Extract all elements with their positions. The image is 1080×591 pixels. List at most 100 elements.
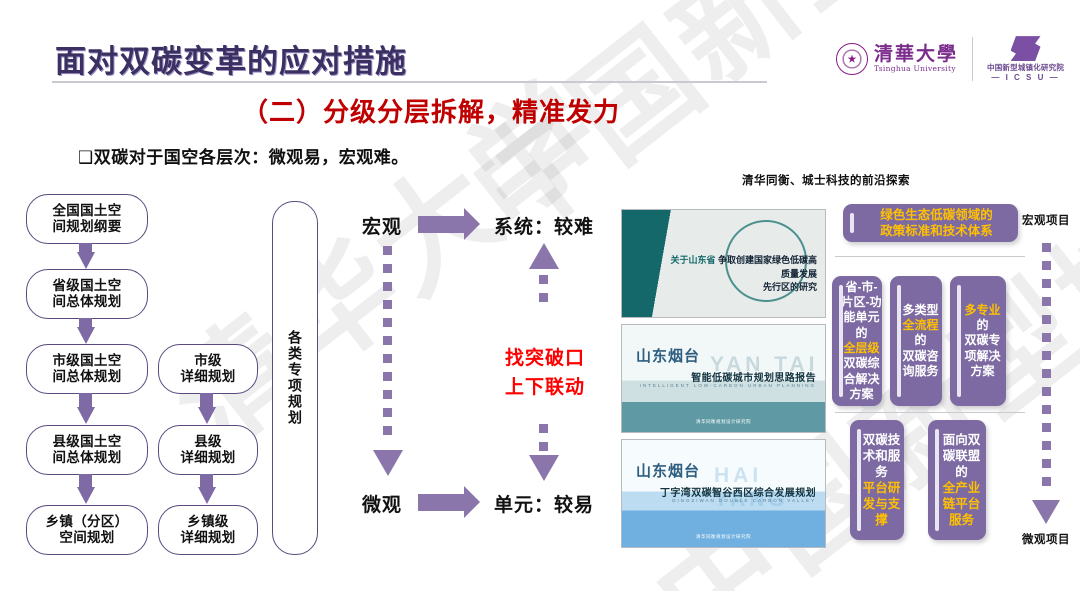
micro-result-label: 单元：较易 [494,495,595,516]
thumbnail-1-caption: 关于山东省 争取创建国家绿色低碳高质量发展 先行区的研究 [667,254,817,295]
downward-dashed-line [539,424,548,460]
flow-arrow-head [77,407,95,424]
box-text: 双碳技 [862,433,901,447]
thumbnail-stack: 关于山东省 争取创建国家绿色低碳高质量发展 先行区的研究 YAN TAI 山东烟… [621,209,826,554]
flow-arrow-stem [79,318,92,328]
flow-arrow-head [77,487,95,504]
breakthrough-note-line1: 找突破口 [505,348,586,369]
box-accent-bar [935,429,939,531]
flow-box-national: 全国国土空间规划纲要 [26,194,148,244]
logo-group: 清華大學 Tsinghua University 中国新型城镇化研究院 — I … [836,33,1076,85]
box-text: 的 [914,333,927,348]
title-divider [52,81,767,83]
flow-box-special-plans-label: 各类专项规划 [287,330,303,426]
box-highlight: 撑 [875,513,888,527]
thumbnail-3-watermark: HAI YANG [714,464,789,511]
thumbnail-2-brush-title: 山东烟台 [636,347,701,365]
bullet-statement: ❑双碳对于国空各层次：微观易，宏观难。 [78,148,409,167]
macro-project-label: 宏观项目 [1022,215,1070,227]
right-axis-arrow-head [1032,500,1060,524]
thumbnail-1-line1: 争取创建国家绿色低碳高质量发展 [717,255,817,279]
flow-box-special-plans: 各类专项规划 [272,201,318,555]
policy-box-line1: 绿色生态低碳领域的 [880,208,993,222]
box-accent-bar [839,285,843,397]
box-accent-bar [897,285,901,397]
upward-dashed-line [539,275,548,311]
box-text: 多类型 [902,302,939,317]
flow-arrow-stem [79,393,92,409]
flow-arrow-stem [200,474,213,489]
macro-to-system-arrow [418,208,480,240]
box-accent-bar [857,429,861,531]
full-tier-solution-box: 省-市- 片区-功 能单元 的 全层级 双碳综 合解决 方案 [832,276,882,406]
box-text: 合解决 [843,371,880,386]
box-highlight: 链平台 [942,497,981,511]
panel-separator [835,412,1025,413]
box-text: 术和服 [862,449,901,463]
thumbnail-yantai-lowcarbon[interactable]: YAN TAI 山东烟台 智能低碳城市规划思路报告 INTELLIGENT LO… [621,324,826,433]
box-text: 省-市- [845,279,878,294]
thumbnail-shandong-report[interactable]: 关于山东省 争取创建国家绿色低碳高质量发展 先行区的研究 [621,209,826,318]
micro-to-unit-arrow [418,486,480,518]
macro-result-label: 系统：较难 [494,217,595,238]
flow-arrow-head [198,487,216,504]
thumbnail-3-brush-title: 山东烟台 [636,462,701,480]
box-text: 的 [855,325,868,340]
macro-label: 宏观 [362,217,403,238]
downward-breakthrough-arrow [529,455,559,481]
industry-chain-platform-box: 面向双 碳联盟 的 全产业 链平台 服务 [928,420,986,540]
micro-label: 微观 [362,495,403,516]
right-dashed-axis [1042,243,1051,495]
box-text: 双碳专 [964,333,1001,348]
box-accent-bar [957,285,961,397]
box-text: 务 [875,465,888,479]
flow-box-county-detail: 县级详细规划 [158,425,258,475]
breakthrough-note-line2: 上下联动 [505,376,586,398]
box-highlight: 全产业 [942,481,981,495]
thumbnail-2-watermark: YAN TAI [710,353,819,376]
tsinghua-name-cn: 清華大學 [874,43,959,66]
thumbnail-2-footer: 清华同衡规划设计研究院 [696,419,751,424]
micro-project-label: 微观项目 [1022,534,1070,546]
box-text: 的 [955,465,968,479]
thumbnail-dingziwan-plan[interactable]: HAI YANG 山东烟台 丁字湾双碳智谷西区综合发展规划 DINGZIWAN … [621,439,826,548]
right-panel-caption: 清华同衡、城士科技的前沿探索 [742,175,910,187]
macro-micro-dashed-line [383,246,392,444]
box-text: 项解决 [964,348,1001,363]
flow-arrow-stem [79,474,92,489]
breakthrough-note: 找突破口 上下联动 [505,345,585,402]
box-text: 面向双 [942,433,981,447]
policy-standards-box: 绿色生态低碳领域的 政策标准和技术体系 [843,204,1018,242]
box-text: 方案 [849,387,874,402]
flow-arrow-head [77,252,95,269]
policy-box-line2: 政策标准和技术体系 [880,224,993,238]
page-subtitle: （二）分级分层拆解，精准发力 [242,97,621,127]
flow-box-township-detail: 乡镇级详细规划 [158,505,258,555]
flow-box-township: 乡镇（分区）空间规划 [26,505,148,555]
icsu-name-cn: 中国新型城镇化研究院 [987,63,1065,73]
box-text: 双碳综 [843,356,880,371]
thumbnail-3-caption: 丁字湾双碳智谷西区综合发展规划 [660,488,816,499]
box-text: 询服务 [902,364,939,379]
box-text: 片区-功 [841,294,882,309]
macro-micro-arrow-head [373,450,403,476]
tsinghua-name-en: Tsinghua University [874,64,956,74]
logo-divider [972,37,974,81]
box-accent-bar [850,213,854,233]
thumbnail-3-caption-sub: DINGZIWAN DOUBLE CARBON VALLEY [672,498,816,503]
flow-arrow-head [198,407,216,424]
page-title: 面对双碳变革的应对措施 [55,44,407,79]
tech-service-platform-box: 双碳技 术和服 务 平台研 发与支 撑 [850,420,904,540]
full-process-consulting-box: 多类型 全流程 的 双碳咨 询服务 [890,276,942,406]
box-highlight: 全层级 [843,341,880,355]
flow-box-municipal: 市级国土空间总体规划 [26,344,148,394]
thumbnail-1-province: 关于山东省 [670,255,716,265]
box-text: 能单元 [843,310,880,325]
thumbnail-2-caption: 智能低碳城市规划思路报告 [691,373,816,384]
box-highlight: 多专业 [964,302,1001,317]
thumbnail-1-line2: 先行区的研究 [762,282,817,292]
multi-discipline-solution-box: 多专业 的 双碳专 项解决 方案 [950,276,1006,406]
flow-box-municipal-detail: 市级详细规划 [158,344,258,394]
panel-separator [835,256,1025,257]
